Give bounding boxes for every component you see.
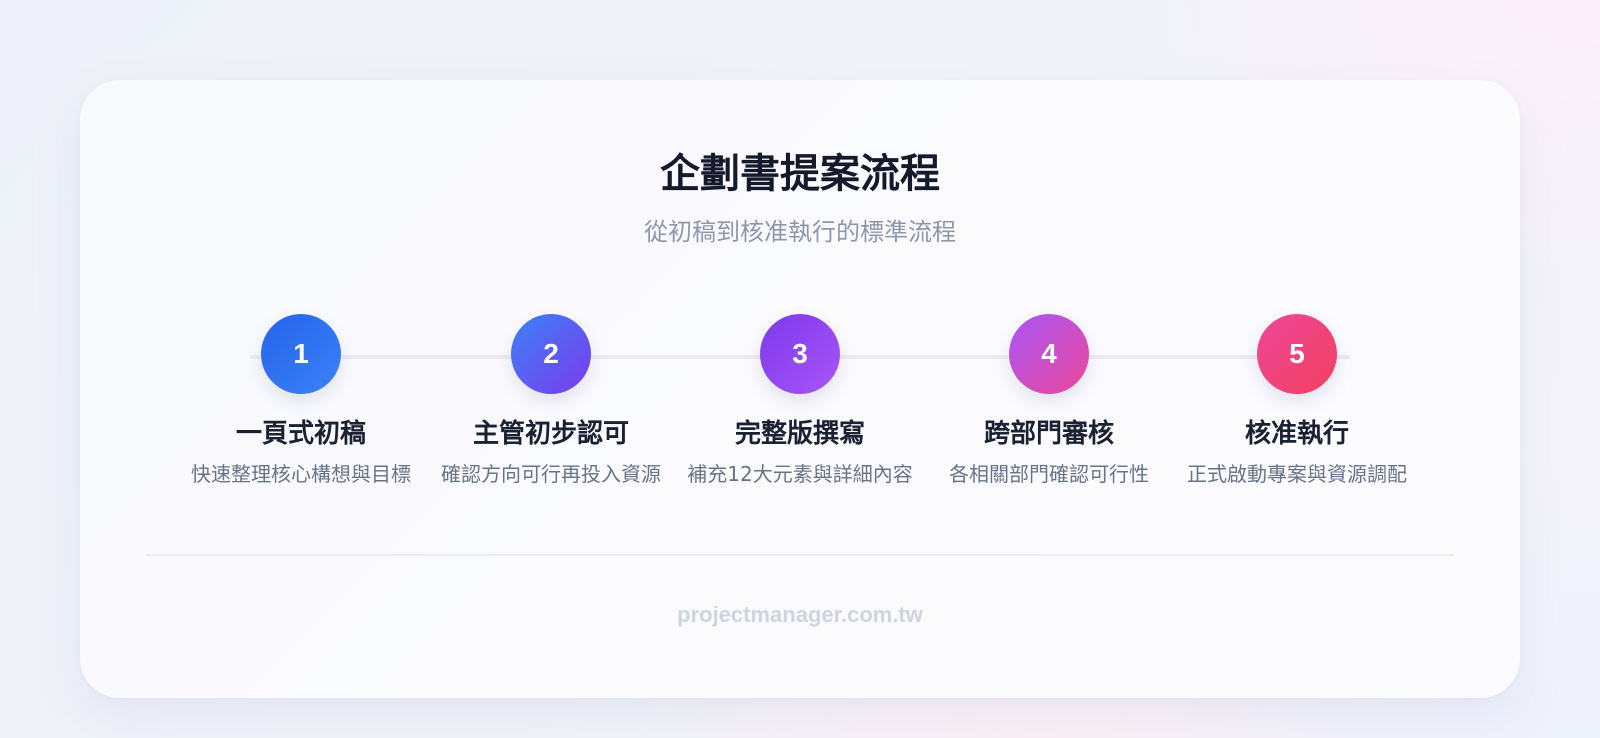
step-number: 1 [293, 338, 309, 369]
step-description: 補充12大元素與詳細內容 [687, 462, 913, 486]
step-1: 1 一頁式初稿 快速整理核心構想與目標 [176, 314, 426, 488]
step-number: 4 [1041, 338, 1057, 369]
step-5: 5 核准執行 正式啟動專案與資源調配 [1172, 314, 1422, 488]
step-description: 各相關部門確認可行性 [949, 462, 1149, 486]
step-title: 主管初步認可 [472, 419, 629, 449]
step-description: 快速整理核心構想與目標 [191, 462, 411, 486]
process-card: 企劃書提案流程 從初稿到核准執行的標準流程 1 一頁式初稿 快速整理核心構想與目… [80, 80, 1520, 698]
website-footer: projectmanager.com.tw [677, 602, 923, 627]
step-number-badge: 5 [1257, 314, 1337, 394]
step-number-badge: 1 [261, 314, 341, 394]
footer-divider [146, 554, 1454, 556]
step-title: 核准執行 [1244, 419, 1349, 449]
page-subtitle: 從初稿到核准執行的標準流程 [644, 218, 956, 246]
step-number: 3 [792, 338, 808, 369]
step-description: 確認方向可行再投入資源 [441, 462, 661, 486]
step-number-badge: 3 [760, 314, 840, 394]
step-title: 一頁式初稿 [235, 419, 366, 449]
step-number: 5 [1289, 338, 1305, 369]
step-2: 2 主管初步認可 確認方向可行再投入資源 [426, 314, 676, 488]
step-number: 2 [543, 338, 559, 369]
step-title: 跨部門審核 [983, 419, 1114, 449]
step-description: 正式啟動專案與資源調配 [1187, 462, 1407, 486]
step-number-badge: 2 [511, 314, 591, 394]
step-4: 4 跨部門審核 各相關部門確認可行性 [924, 314, 1174, 488]
step-number-badge: 4 [1009, 314, 1089, 394]
step-title: 完整版撰寫 [734, 419, 865, 449]
step-3: 3 完整版撰寫 補充12大元素與詳細內容 [675, 314, 925, 488]
page-title: 企劃書提案流程 [660, 151, 940, 197]
